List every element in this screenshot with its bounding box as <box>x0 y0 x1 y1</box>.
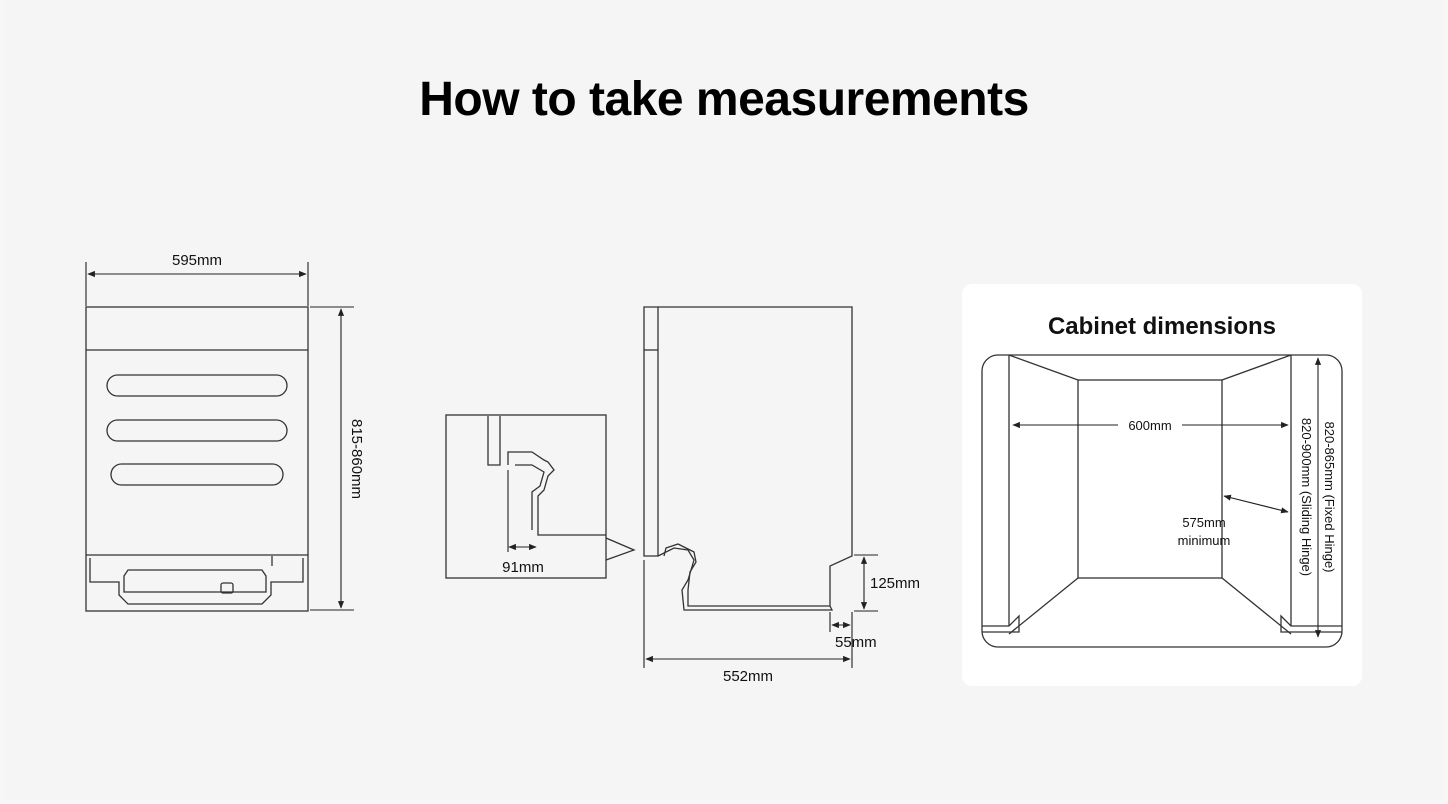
cabinet-depth-dimension-line <box>1223 494 1289 514</box>
side-hinge-profile <box>663 543 830 607</box>
front-width-label: 595mm <box>172 252 222 269</box>
page: How to take measurements 595mm <box>4 0 1444 800</box>
front-slot-3 <box>110 463 284 486</box>
front-plinth-foot <box>220 582 234 594</box>
cabinet-title: Cabinet dimensions <box>1048 313 1276 340</box>
cabinet-outline <box>981 354 1343 648</box>
cabinet-bottom-left-edge <box>1008 577 1079 635</box>
cabinet-bottom-right-edge <box>1221 577 1292 635</box>
dishwasher-front-body <box>85 306 309 612</box>
side-body-outline <box>657 306 853 611</box>
cabinet-width-label: 600mm <box>1128 418 1171 433</box>
detail-callout-pointer <box>605 537 636 561</box>
cabinet-floor-lip-right <box>1280 614 1342 633</box>
cabinet-panel: Cabinet dimensions 600mm 575mm minimum <box>962 284 1362 686</box>
side-door-panel <box>643 306 659 557</box>
front-plinth-bracket <box>89 558 304 605</box>
detail-hinge-profile <box>507 451 606 536</box>
front-height-label: 815-860mm <box>348 419 365 499</box>
plinth-depth-label: 55mm <box>835 634 877 651</box>
cabinet-floor-lip-left <box>982 614 1020 633</box>
front-plinth-recess <box>123 569 267 593</box>
cabinet-back-wall <box>1077 379 1223 579</box>
cabinet-top-left-edge <box>1008 354 1079 381</box>
front-slot-2 <box>106 419 288 442</box>
side-depth-label: 552mm <box>723 668 773 685</box>
cabinet-top-right-edge <box>1221 354 1292 381</box>
cabinet-depth-label-line1: 575mm <box>1182 515 1225 530</box>
detail-door-edge <box>487 416 501 466</box>
front-slot-1 <box>106 374 288 397</box>
front-view-diagram: 595mm 815-860mm <box>85 252 365 612</box>
cabinet-panel-background <box>962 284 1362 686</box>
cabinet-depth-label-line2: minimum <box>1178 533 1231 548</box>
cabinet-height-sliding-label: 820-900mm (Sliding Hinge) <box>1299 418 1314 576</box>
plinth-height-label: 125mm <box>870 575 920 592</box>
detail-inset-box <box>445 414 607 579</box>
side-view-diagram: 91mm 125mm 55mm 552mm <box>445 306 920 685</box>
detail-dimension-label: 91mm <box>502 559 544 576</box>
page-title: How to take measurements <box>419 73 1029 126</box>
measurement-diagram: 595mm 815-860mm <box>85 252 1362 686</box>
detail-hinge-inner <box>515 464 545 530</box>
cabinet-height-fixed-label: 820-865mm (Fixed Hinge) <box>1322 421 1337 572</box>
